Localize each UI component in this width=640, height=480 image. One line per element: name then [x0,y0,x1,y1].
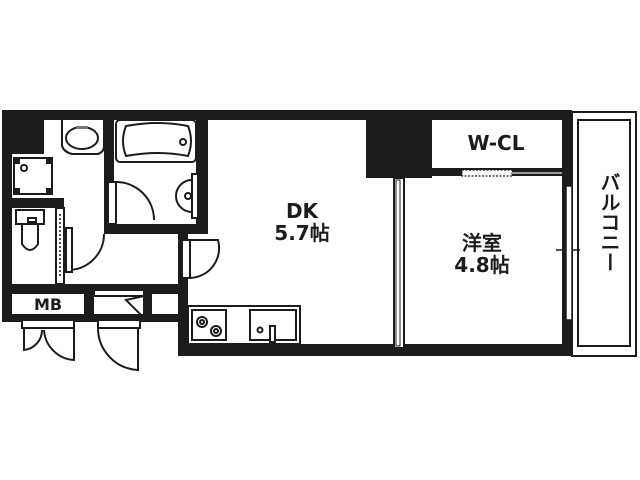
western-room-size: 4.8帖 [454,253,510,277]
room-label-wcl: W-CL [434,132,558,154]
dk-size: 5.7帖 [274,221,330,245]
room-label-balcony: バルコニー [590,172,621,272]
bathtub-fixture [115,119,197,163]
washbasin-fixture [61,120,105,155]
kitchen-counter [187,305,301,345]
western-room-name: 洋室 [462,231,502,255]
wcl-name: W-CL [467,131,525,155]
room-label-western: 洋室 4.8帖 [432,232,532,276]
mb-name: MB [33,295,63,314]
washing-machine-pan [13,157,53,195]
dk-name: DK [285,199,319,223]
room-label-mb: MB [22,296,74,314]
room-label-dk: DK 5.7帖 [252,200,352,244]
toilet-fixture [15,207,65,285]
balcony-name: バルコニー [597,172,621,272]
